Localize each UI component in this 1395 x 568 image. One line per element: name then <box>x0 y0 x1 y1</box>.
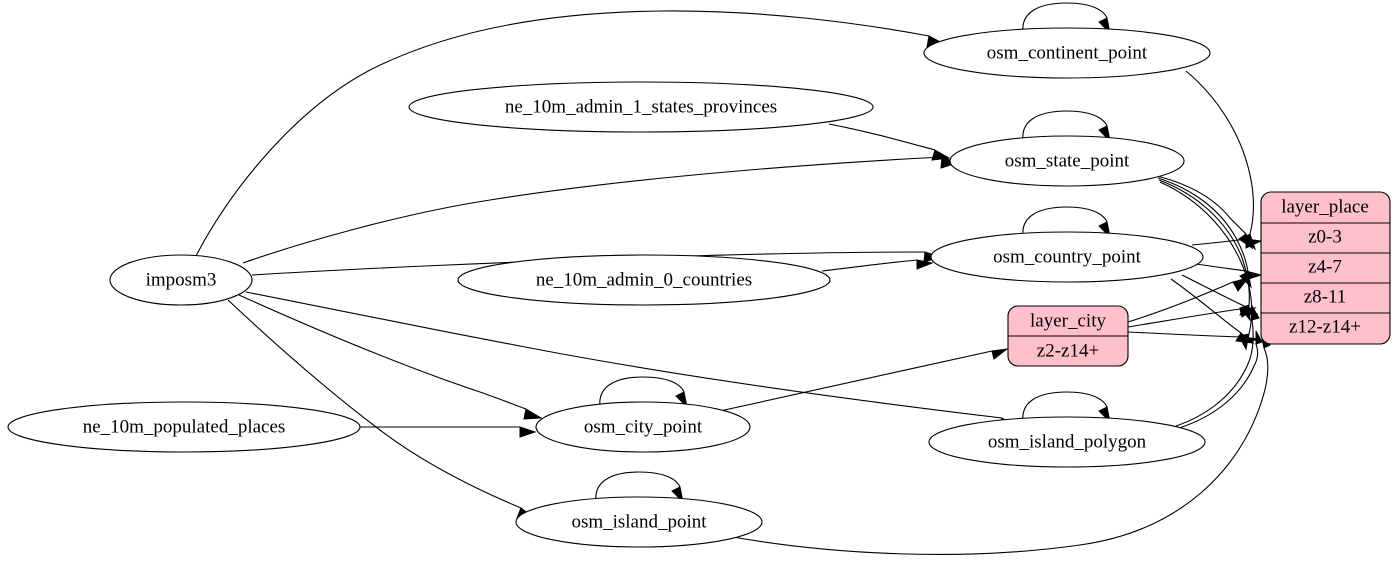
edge-layer-city-to-layer-place-z12-z14 <box>1127 331 1259 345</box>
node-label-ne-10m-admin-1-states-provinces: ne_10m_admin_1_states_provinces <box>505 96 777 117</box>
edge-osm-island-polygon-to-layer-place-z12-z14 <box>1178 330 1263 429</box>
node-osm-island-point[interactable]: osm_island_point <box>515 496 763 548</box>
record-row-layer-place-z8-11[interactable]: z8-11 <box>1304 286 1347 307</box>
node-osm-continent-point[interactable]: osm_continent_point <box>923 27 1211 79</box>
record-layer: layer_city z2-z14+ layer_place z0-3 z4-7… <box>1007 191 1391 367</box>
node-label-osm-city-point: osm_city_point <box>584 416 703 437</box>
edge-imposm3-to-osm-city-point <box>238 294 543 420</box>
node-ne-10m-admin-1-states-provinces[interactable]: ne_10m_admin_1_states_provinces <box>408 81 874 133</box>
edge-ne-populated-places-to-osm-city-point <box>360 426 537 438</box>
node-ne-10m-admin-0-countries[interactable]: ne_10m_admin_0_countries <box>457 254 831 306</box>
record-title-layer-city: layer_city <box>1030 310 1106 331</box>
node-label-osm-island-point: osm_island_point <box>571 511 707 532</box>
node-layer-place[interactable]: layer_place z0-3 z4-7 z8-11 z12-z14+ <box>1260 191 1391 345</box>
node-osm-city-point[interactable]: osm_city_point <box>535 401 751 453</box>
node-label-osm-island-polygon: osm_island_polygon <box>988 431 1147 452</box>
node-osm-country-point[interactable]: osm_country_point <box>930 231 1204 283</box>
node-label-osm-continent-point: osm_continent_point <box>987 42 1148 63</box>
record-row-layer-place-z12-z14[interactable]: z12-z14+ <box>1289 316 1361 337</box>
edge-osm-country-point-to-layer-place-z4-7 <box>1195 263 1263 281</box>
node-ne-10m-populated-places[interactable]: ne_10m_populated_places <box>7 401 361 453</box>
node-label-osm-country-point: osm_country_point <box>993 246 1141 267</box>
edge-osm-country-point-to-layer-place-z0-3 <box>1191 238 1263 249</box>
node-label-ne-10m-admin-0-countries: ne_10m_admin_0_countries <box>536 269 752 290</box>
node-layer-city[interactable]: layer_city z2-z14+ <box>1007 305 1129 367</box>
node-osm-state-point[interactable]: osm_state_point <box>949 135 1185 187</box>
edge-self-loop-osm-city-point <box>599 376 688 409</box>
node-layer: imposm3 ne_10m_populated_places ne_10m_a… <box>7 27 1211 548</box>
record-title-layer-place: layer_place <box>1281 196 1369 217</box>
edge-layer-city-to-layer-place-z8-11 <box>1127 307 1257 328</box>
node-osm-island-polygon[interactable]: osm_island_polygon <box>928 416 1206 468</box>
record-row-layer-city-z2-z14[interactable]: z2-z14+ <box>1037 340 1099 361</box>
record-row-layer-place-z4-7[interactable]: z4-7 <box>1308 256 1342 277</box>
edge-osm-city-point-to-layer-city-z2-z14 <box>719 348 1009 412</box>
node-label-ne-10m-populated-places: ne_10m_populated_places <box>83 416 286 437</box>
node-imposm3[interactable]: imposm3 <box>109 254 253 306</box>
edge-imposm3-to-osm-state-point <box>242 156 959 264</box>
edge-osm-island-polygon-to-layer-place-z8-11 <box>1175 304 1260 427</box>
edge-imposm3-to-osm-continent-point <box>195 10 946 257</box>
node-label-osm-state-point: osm_state_point <box>1005 150 1130 171</box>
edge-layer-city-to-layer-place-z4-7 <box>1127 277 1250 323</box>
edge-ne-admin1-to-osm-state-point <box>828 123 951 161</box>
record-row-layer-place-z0-3[interactable]: z0-3 <box>1308 226 1342 247</box>
edge-ne-admin0-to-osm-country-point <box>821 259 934 272</box>
node-label-imposm3: imposm3 <box>146 269 217 290</box>
